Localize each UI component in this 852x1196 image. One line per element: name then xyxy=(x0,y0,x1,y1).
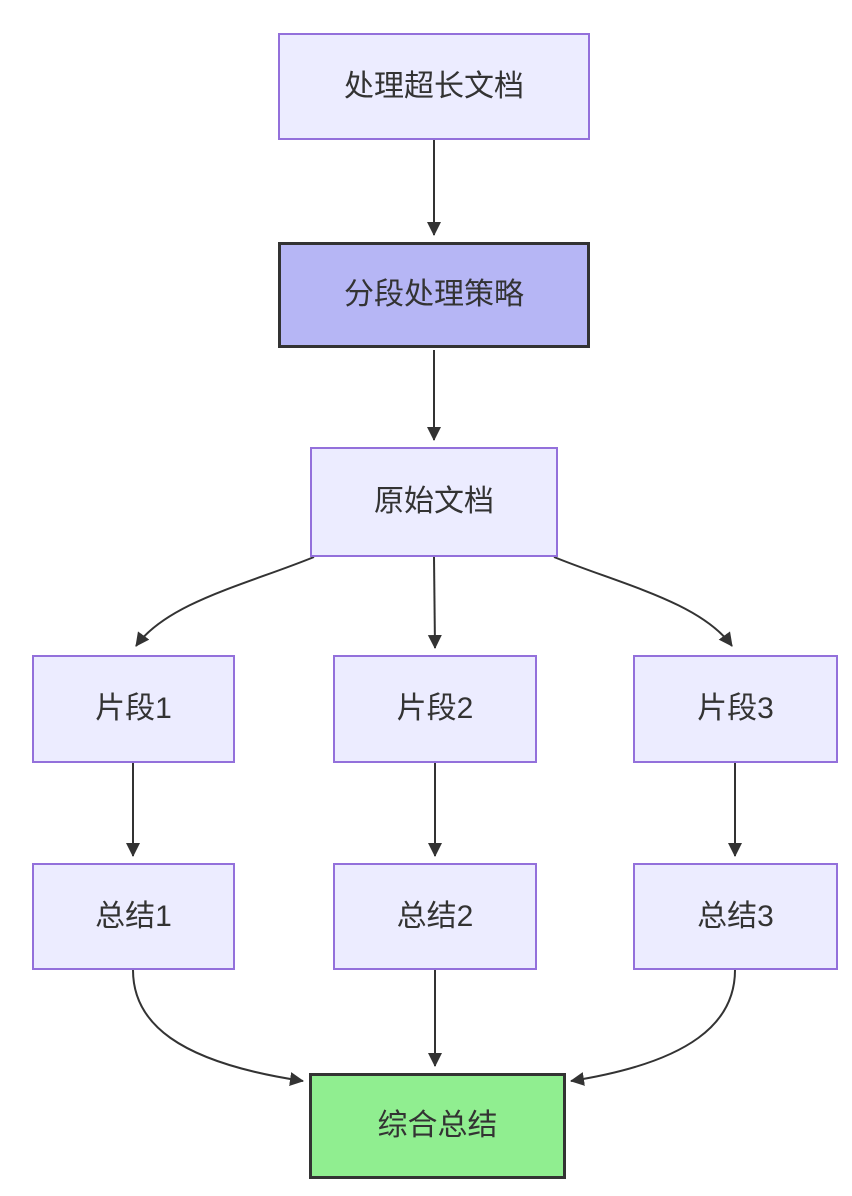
edge-e1-f xyxy=(132,969,304,1086)
node-summary-3: 总结3 xyxy=(633,863,838,970)
edge-c-d3 xyxy=(553,556,733,647)
edge-c-d1 xyxy=(135,556,315,647)
node-fragment-3: 片段3 xyxy=(633,655,838,763)
node-fragment-2: 片段2 xyxy=(333,655,537,763)
node-combined-summary: 综合总结 xyxy=(309,1073,566,1179)
node-segmentation-strategy: 分段处理策略 xyxy=(278,242,590,348)
node-process-long-document: 处理超长文档 xyxy=(278,33,590,140)
node-summary-2: 总结2 xyxy=(333,863,537,970)
node-original-document: 原始文档 xyxy=(310,447,558,557)
node-fragment-1: 片段1 xyxy=(32,655,235,763)
node-summary-1: 总结1 xyxy=(32,863,235,970)
edge-c-d2 xyxy=(427,556,442,649)
edge-e3-f xyxy=(570,969,736,1086)
